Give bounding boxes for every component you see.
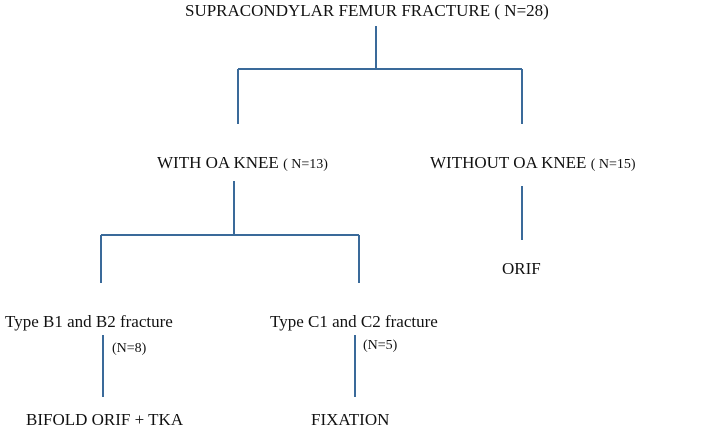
node-with-oa-label: WITH OA KNEE	[157, 153, 279, 172]
node-type-c-count: (N=5)	[363, 338, 398, 353]
node-type-c: Type C1 and C2 fracture	[270, 312, 438, 332]
node-type-c-label: Type C1 and C2 fracture	[270, 312, 438, 331]
node-type-c-count-wrap: (N=5)	[363, 334, 397, 356]
node-with-oa-count: ( N=13)	[283, 157, 328, 172]
node-type-b-count-wrap: (N=8)	[112, 337, 146, 359]
node-type-b-count: (N=8)	[112, 341, 147, 356]
node-type-b-label: Type B1 and B2 fracture	[5, 312, 173, 331]
node-without-oa-count: ( N=15)	[590, 157, 636, 172]
node-root-label: SUPRACONDYLAR FEMUR FRACTURE	[185, 1, 491, 20]
node-orif-label: ORIF	[502, 259, 541, 278]
node-orif: ORIF	[502, 259, 541, 279]
node-type-b: Type B1 and B2 fracture	[5, 312, 173, 332]
node-bifold: BIFOLD ORIF + TKA	[26, 410, 183, 430]
node-fixation: FIXATION	[311, 410, 389, 430]
node-root: SUPRACONDYLAR FEMUR FRACTURE ( N=28)	[185, 1, 549, 21]
node-without-oa-knee: WITHOUT OA KNEE ( N=15)	[430, 153, 636, 175]
node-bifold-label: BIFOLD ORIF + TKA	[26, 410, 184, 429]
node-without-oa-label: WITHOUT OA KNEE	[430, 153, 587, 172]
node-with-oa-knee: WITH OA KNEE ( N=13)	[157, 153, 328, 175]
node-fixation-label: FIXATION	[311, 410, 390, 429]
node-root-count: ( N=28)	[494, 1, 549, 20]
